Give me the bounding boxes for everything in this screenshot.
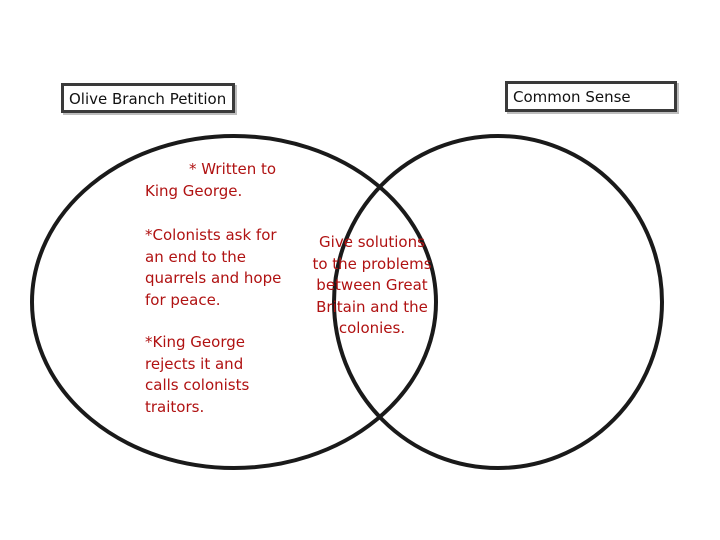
left-circle-label: Olive Branch Petition: [61, 83, 235, 113]
right-circle-label-text: Common Sense: [513, 88, 631, 106]
right-circle-label: Common Sense: [505, 81, 677, 112]
left-circle: [30, 134, 438, 470]
left-note: *Colonists ask for an end to the quarrel…: [145, 226, 282, 309]
left-note-text: * Written to King George.: [145, 160, 277, 200]
overlap-text: Give solutions to the problems between G…: [312, 233, 432, 337]
left-note: * Written to King George.: [145, 159, 295, 202]
left-note: *King George rejects it and calls coloni…: [145, 333, 250, 416]
left-circle-label-text: Olive Branch Petition: [69, 90, 227, 108]
right-circle: [332, 134, 664, 470]
